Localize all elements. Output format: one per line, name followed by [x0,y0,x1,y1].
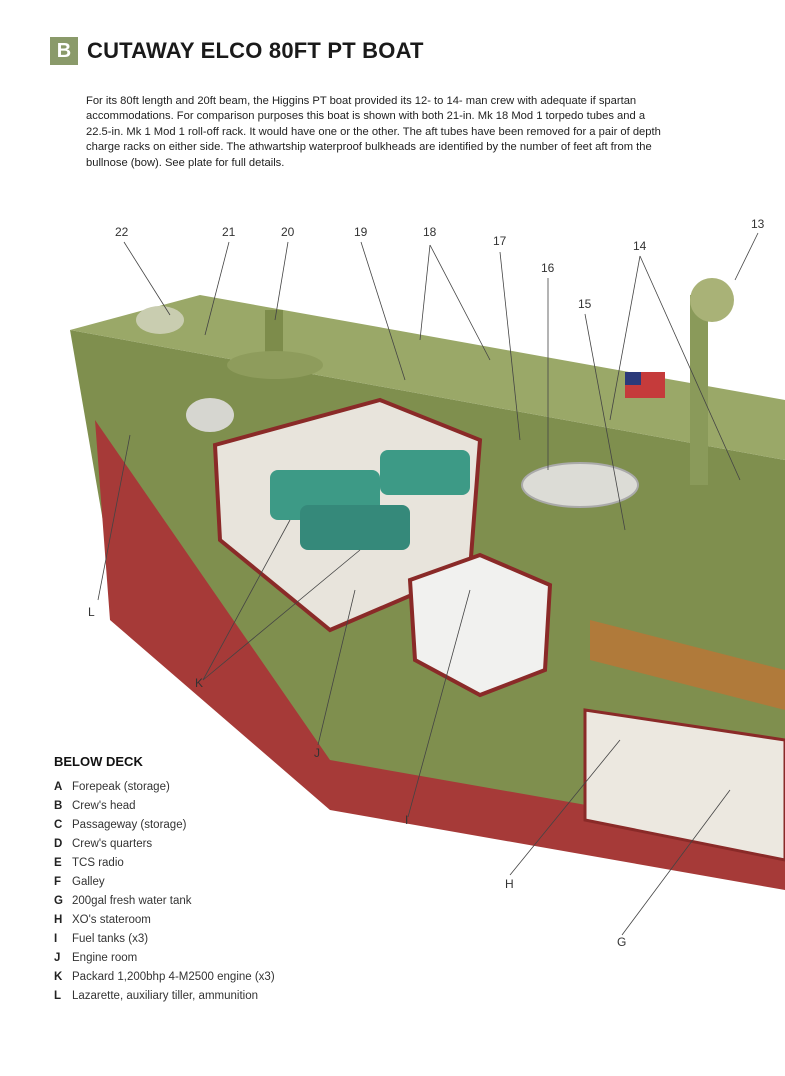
depth-charge [136,306,184,334]
intro-line: charge racks on either side. The athwart… [86,141,652,154]
leader-line [584,313,626,531]
callout-G: G [617,935,626,949]
leader-line [429,244,491,361]
plate-badge: B [50,37,78,65]
leader-line [419,244,431,341]
legend-item: J Engine room [54,952,354,971]
leader-line [609,255,641,421]
legend-text: XO's stateroom [72,914,151,926]
legend-item: B Crew's head [54,800,354,819]
us-flag-canton [625,372,641,385]
legend-item: H XO's stateroom [54,914,354,933]
legend-item: E TCS radio [54,857,354,876]
leader-line [407,589,471,818]
engine-block [300,505,410,550]
leader-line [509,739,621,876]
callout-K: K [195,676,203,690]
callout-I: I [405,813,408,827]
cutaway-illustration: 22 21 20 19 18 17 16 15 14 13 L K J I H … [0,200,785,1076]
legend-text: Crew's head [72,800,136,812]
callout-14: 14 [633,239,647,253]
legend-text: Packard 1,200bhp 4-M2500 engine (x3) [72,971,275,983]
legend-key: L [54,990,62,1002]
legend-item: F Galley [54,876,354,895]
leader-line [734,232,759,281]
legend-key: A [54,781,63,793]
legend-text: TCS radio [72,857,124,869]
leader-lines [97,232,759,936]
plate-header: B CUTAWAY ELCO 80FT PT BOAT [50,36,424,66]
engine-block [380,450,470,495]
leader-line [317,589,356,746]
intro-line: accommodations. For comparison purposes … [86,110,646,123]
leader-line [360,241,406,381]
legend-key: G [54,895,63,907]
legend-text: Galley [72,876,105,888]
legend-text: Fuel tanks (x3) [72,933,149,945]
leader-line [202,549,361,681]
main-deck [70,295,785,460]
legend-item: K Packard 1,200bhp 4-M2500 engine (x3) [54,971,354,990]
legend-key: K [54,971,63,983]
leader-line [123,241,171,316]
leader-line [204,241,230,336]
callout-22: 22 [115,225,129,239]
gun-tub [227,351,323,379]
callout-16: 16 [541,261,555,275]
legend-key: B [54,800,63,812]
leader-line [499,251,521,441]
legend-key: C [54,819,63,831]
legend-item: C Passageway (storage) [54,819,354,838]
legend-key: H [54,914,63,926]
callout-L: L [88,605,95,619]
callout-J: J [314,746,320,760]
torpedo [590,620,785,710]
legend-key: J [54,952,61,964]
legend-text: Crew's quarters [72,838,153,850]
page-title: CUTAWAY ELCO 80FT PT BOAT [87,38,424,63]
legend-item: G 200gal fresh water tank [54,895,354,914]
callout-19: 19 [354,225,368,239]
callout-15: 15 [578,297,592,311]
legend-key: F [54,876,62,888]
life-raft [521,462,639,508]
leader-line [621,789,731,936]
callout-17: 17 [493,234,507,248]
leader-line [202,519,291,681]
callout-20: 20 [281,225,295,239]
intro-line: 22.5-in. Mk 1 Mod 1 roll-off rack. It wo… [86,125,661,138]
legend-item: I Fuel tanks (x3) [54,933,354,952]
boat-cutaway-svg: 22 21 20 19 18 17 16 15 14 13 L K J I H … [70,217,785,949]
legend-title: BELOW DECK [54,754,143,769]
legend-item: L Lazarette, auxiliary tiller, ammunition [54,990,354,1009]
legend-text: Passageway (storage) [72,819,187,831]
legend-text: Engine room [72,952,138,964]
legend-item: A Forepeak (storage) [54,781,354,800]
callout-21: 21 [222,225,236,239]
leader-line [639,255,741,481]
below-deck-legend: BELOW DECK A Forepeak (storage) B Crew's h… [54,754,354,1009]
legend-text: Lazarette, auxiliary tiller, ammunition [72,990,258,1002]
callout-H: H [505,877,514,891]
callout-18: 18 [423,225,437,239]
radar-mast [690,295,708,485]
fuel-tank-cutaway [407,552,553,698]
legend-key: D [54,838,63,850]
legend-key: E [54,857,62,869]
searchlight [690,278,734,322]
intro-paragraph: For its 80ft length and 20ft beam, the H… [86,94,696,171]
callout-13: 13 [751,217,765,231]
legend-text: 200gal fresh water tank [72,895,192,907]
leader-line [97,434,131,601]
legend-item: D Crew's quarters [54,838,354,857]
legend-text: Forepeak (storage) [72,781,170,793]
intro-line: For its 80ft length and 20ft beam, the H… [86,95,637,107]
intro-line: bullnose (bow). See plate for full detai… [86,156,285,169]
leader-line [274,241,289,321]
legend-key: I [54,933,58,945]
depth-charge [186,398,234,432]
